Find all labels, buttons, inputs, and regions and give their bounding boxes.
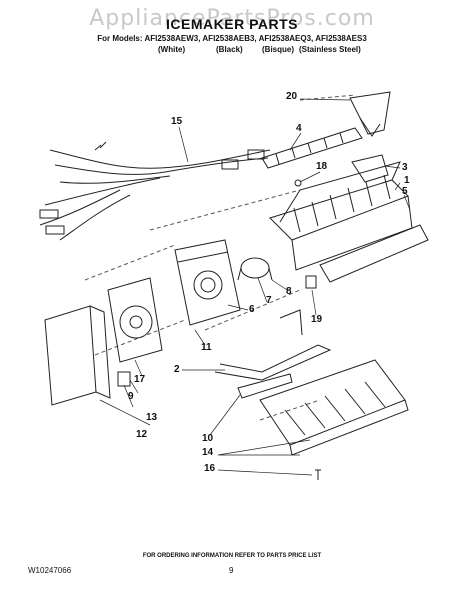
color-label-bisque: (Bisque) <box>262 45 294 54</box>
callout-9: 9 <box>128 391 134 402</box>
callout-8: 8 <box>286 286 292 297</box>
document-number: W10247066 <box>28 566 72 575</box>
guide-lines <box>84 94 356 421</box>
models-line: For Models: AFI2538AEW3, AFI2538AEB3, AF… <box>97 34 367 43</box>
wire-harness <box>39 141 271 241</box>
callout-20: 20 <box>286 91 298 102</box>
callout-6: 6 <box>249 304 255 315</box>
ice-stripper <box>259 359 409 456</box>
callout-10: 10 <box>202 433 214 444</box>
fill-cup <box>349 91 391 137</box>
callout-18: 18 <box>316 161 328 172</box>
control-module <box>174 239 241 326</box>
retainer <box>237 373 293 399</box>
callout-12: 12 <box>136 429 148 440</box>
mold-cover <box>319 224 429 283</box>
color-label-white: (White) <box>158 45 186 54</box>
switch <box>117 371 131 387</box>
callout-13: 13 <box>146 412 158 423</box>
callout-11: 11 <box>201 342 212 353</box>
watermark: AppliancePartsPros.com <box>89 6 375 31</box>
callout-1: 1 <box>404 175 410 186</box>
leader-lines <box>99 98 411 476</box>
ordering-info: FOR ORDERING INFORMATION REFER TO PARTS … <box>142 553 322 559</box>
color-label-black: (Black) <box>216 45 243 54</box>
callout-15: 15 <box>171 116 183 127</box>
page-title: ICEMAKER PARTS <box>166 16 298 32</box>
callout-2: 2 <box>174 364 180 375</box>
gear-module <box>107 277 163 363</box>
callout-19: 19 <box>311 314 323 325</box>
ice-mold <box>269 161 413 271</box>
clip <box>305 275 317 289</box>
callout-7: 7 <box>266 295 272 306</box>
page-number: 9 <box>229 566 234 575</box>
callout-16: 16 <box>204 463 216 474</box>
rod <box>279 309 303 336</box>
callout-4: 4 <box>296 123 302 134</box>
color-label-stainless: (Stainless Steel) <box>299 45 361 54</box>
screw <box>315 469 321 480</box>
screw-18 <box>294 179 302 187</box>
callout-14: 14 <box>202 447 214 458</box>
callout-3: 3 <box>402 162 408 173</box>
motor <box>237 257 273 281</box>
front-cover <box>44 305 111 406</box>
callout-5: 5 <box>402 186 408 197</box>
ejector-blade <box>261 127 363 169</box>
bearing <box>351 154 389 183</box>
shutoff-arm <box>214 344 332 381</box>
callout-17: 17 <box>134 374 146 385</box>
